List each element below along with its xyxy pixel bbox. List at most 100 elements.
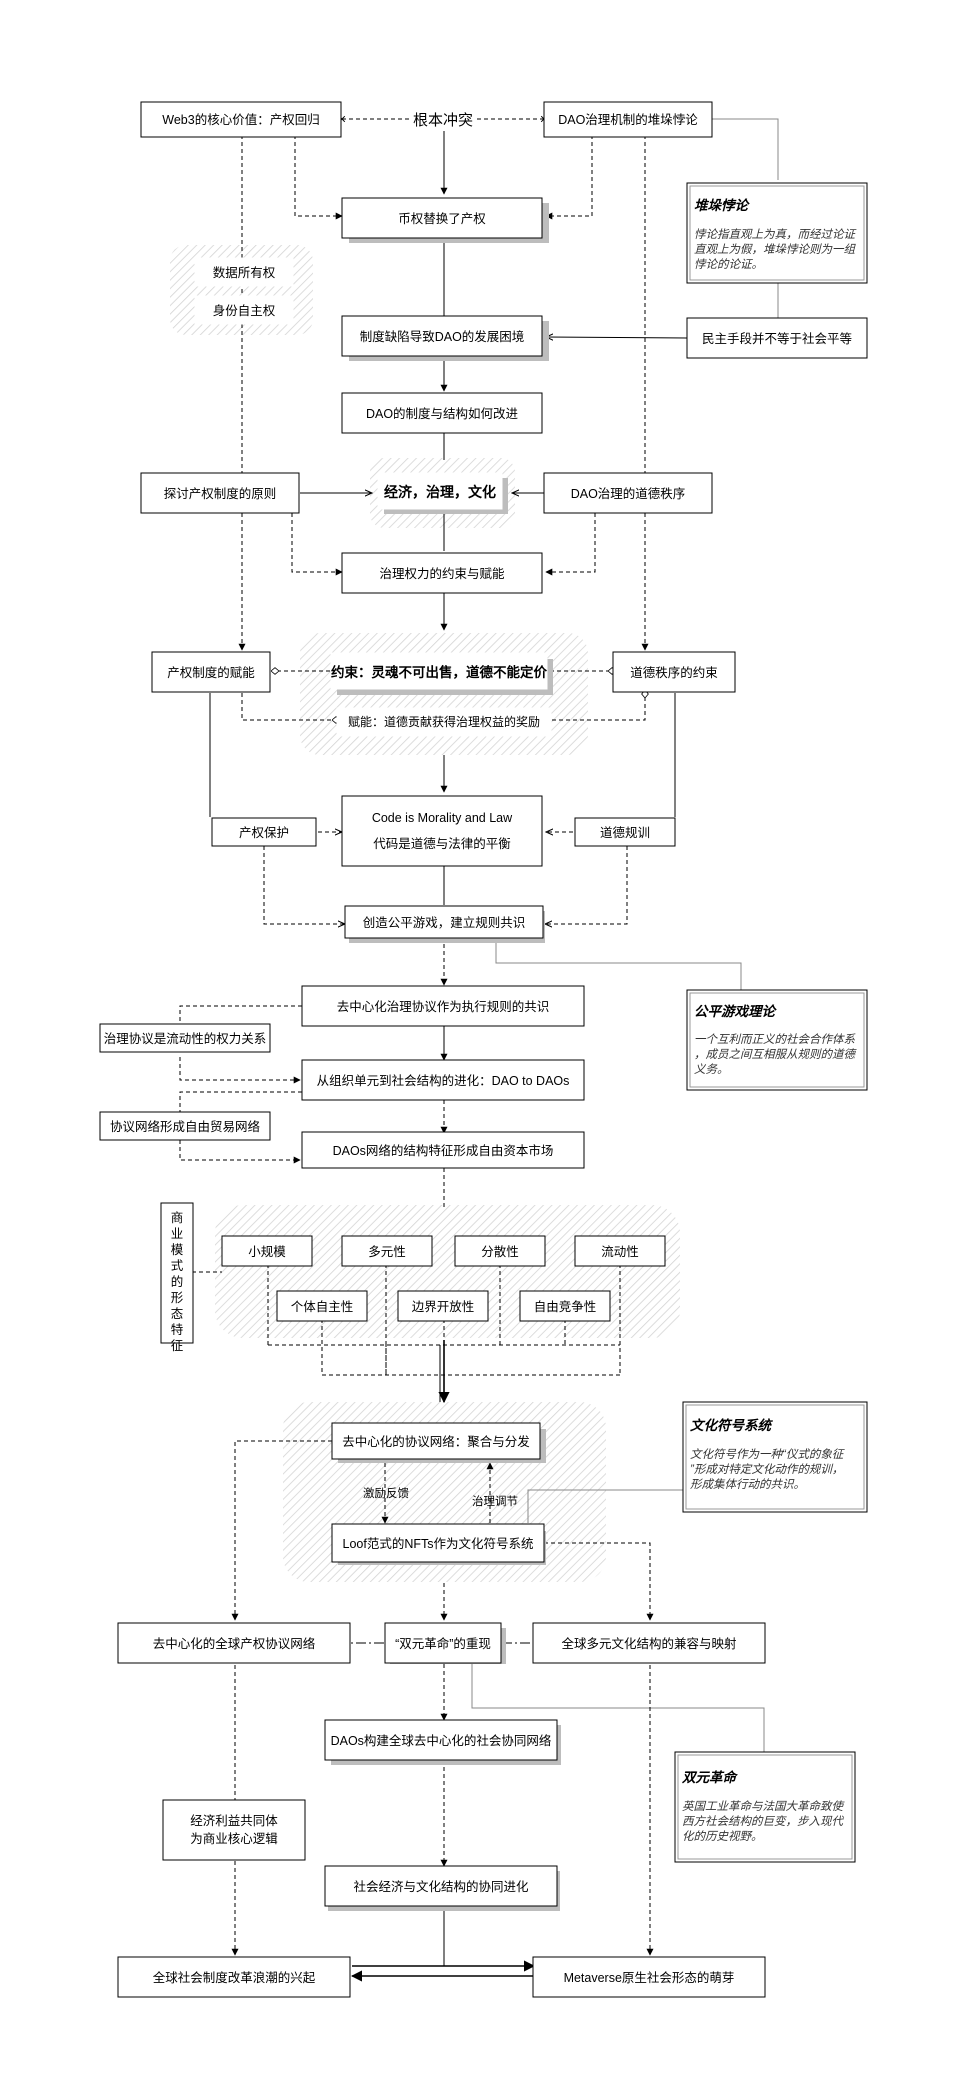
node-biz-model[interactable]: 商业模式的形态特征 xyxy=(160,1202,194,1353)
edge-protect-to-fair xyxy=(263,846,345,924)
svg-text:公平游戏理论: 公平游戏理论 xyxy=(694,1004,777,1019)
svg-text:治理协议是流动性的权力关系: 治理协议是流动性的权力关系 xyxy=(104,1031,267,1046)
svg-text:全球社会制度改革浪潮的兴起: 全球社会制度改革浪潮的兴起 xyxy=(153,1970,316,1985)
note-paradox-desc: 悖论指直观上为真，而经过论证直观上为假，堆垛悖论则为一组悖论的论证。 xyxy=(694,228,857,271)
node-democracy[interactable]: 民主手段并不等于社会平等 xyxy=(686,317,868,359)
node-feature-autonomy[interactable]: 个体自主性 xyxy=(276,1290,368,1322)
node-web3-core[interactable]: Web3的核心价值：产权回归 xyxy=(140,101,342,138)
svg-text:道德规训: 道德规训 xyxy=(600,825,650,840)
note-symbol-desc: 文化符号作为一种“仪式的象征”形成对特定文化动作的规训，形成集体行动的共识。 xyxy=(690,1448,845,1491)
biz-model-vertical-text: 商业模式的形态特征 xyxy=(171,1210,184,1353)
connectors xyxy=(179,115,779,1982)
svg-text:社会经济与文化结构的协同进化: 社会经济与文化结构的协同进化 xyxy=(353,1879,529,1894)
svg-text:代码是道德与法律的平衡: 代码是道德与法律的平衡 xyxy=(373,836,511,851)
node-protocol-consensus[interactable]: 去中心化治理协议作为执行规则的共识 xyxy=(301,985,585,1027)
node-identity[interactable]: 身份自主权 xyxy=(194,295,294,325)
svg-text:数据所有权: 数据所有权 xyxy=(213,265,276,280)
svg-text:治理权力的约束与赋能: 治理权力的约束与赋能 xyxy=(379,566,505,581)
node-property-protect[interactable]: 产权保护 xyxy=(211,817,317,847)
node-system-defect[interactable]: 制度缺陷导致DAO的发展困境 xyxy=(341,315,549,361)
node-data-ownership[interactable]: 数据所有权 xyxy=(194,257,294,287)
svg-text:身份自主权: 身份自主权 xyxy=(213,303,276,318)
node-dual-rev[interactable]: “双元革命”的重现 xyxy=(384,1622,506,1664)
node-daos-global[interactable]: DAOs构建全球去中心化的社会协同网络 xyxy=(324,1719,561,1765)
node-global-property[interactable]: 去中心化的全球产权协议网络 xyxy=(117,1622,351,1664)
edge-principle-to-gov xyxy=(291,513,343,576)
node-moral-constraint[interactable]: 道德秩序的约束 xyxy=(612,651,736,693)
svg-text:DAOs网络的结构特征形成自由资本市场: DAOs网络的结构特征形成自由资本市场 xyxy=(333,1143,554,1158)
edge-democracy-to-defect xyxy=(546,337,688,338)
edge-fair-note xyxy=(495,940,742,990)
svg-text:DAO治理的道德秩序: DAO治理的道德秩序 xyxy=(571,486,686,501)
node-feature-liquidity[interactable]: 流动性 xyxy=(574,1235,666,1267)
svg-text:协议网络形成自由贸易网络: 协议网络形成自由贸易网络 xyxy=(110,1119,261,1134)
edge-trade-to-market xyxy=(179,1140,301,1164)
svg-text:Loof范式的NFTs作为文化符号系统: Loof范式的NFTs作为文化符号系统 xyxy=(343,1536,534,1551)
label-conflict: 根本冲突 xyxy=(411,109,475,131)
svg-text:创造公平游戏，建立规则共识: 创造公平游戏，建立规则共识 xyxy=(363,915,526,930)
node-empower[interactable]: 赋能：道德贡献获得治理权益的奖励 xyxy=(336,707,552,737)
node-feature-small[interactable]: 小规模 xyxy=(221,1235,313,1267)
node-feature-diverse[interactable]: 多元性 xyxy=(341,1235,433,1267)
node-feature-competition[interactable]: 自由竞争性 xyxy=(519,1290,611,1322)
svg-text:去中心化的协议网络：聚合与分发: 去中心化的协议网络：聚合与分发 xyxy=(342,1434,530,1449)
note-fair-desc: 一个互利而正义的社会合作体系，成员之间互相服从规则的道德义务。 xyxy=(694,1033,857,1076)
node-free-trade[interactable]: 协议网络形成自由贸易网络 xyxy=(99,1111,271,1141)
node-econ-gov-culture[interactable]: 经济，治理，文化 xyxy=(377,472,508,514)
svg-text:从组织单元到社会结构的进化：DAO to DAOs: 从组织单元到社会结构的进化：DAO to DAOs xyxy=(317,1073,570,1088)
node-metaverse[interactable]: Metaverse原生社会形态的萌芽 xyxy=(532,1956,766,1998)
node-fair-game[interactable]: 创造公平游戏，建立规则共识 xyxy=(344,905,545,943)
edge-dual-to-note xyxy=(471,1664,765,1752)
svg-text:经济，治理，文化: 经济，治理，文化 xyxy=(384,484,496,500)
svg-text:去中心化治理协议作为执行规则的共识: 去中心化治理协议作为执行规则的共识 xyxy=(337,999,550,1014)
node-code-law[interactable]: Code is Morality and Law 代码是道德与法律的平衡 xyxy=(341,795,543,867)
node-property-empower[interactable]: 产权制度的赋能 xyxy=(151,651,271,693)
edge-moral-to-gov xyxy=(545,513,596,576)
node-improve[interactable]: DAO的制度与结构如何改进 xyxy=(341,392,543,434)
node-protocol-power[interactable]: 治理协议是流动性的权力关系 xyxy=(99,1023,271,1053)
note-paradox: 堆垛悖论 悖论指直观上为真，而经过论证直观上为假，堆垛悖论则为一组悖论的论证。 xyxy=(686,182,868,284)
svg-text:为商业核心逻辑: 为商业核心逻辑 xyxy=(190,1831,278,1846)
nodes: Web3的核心价值：产权回归 根本冲突 DAO治理机制的堆垛悖论 币权替换了产权… xyxy=(99,101,868,1998)
svg-text:小规模: 小规模 xyxy=(248,1244,286,1259)
node-moral-order[interactable]: DAO治理的道德秩序 xyxy=(543,472,713,514)
node-feature-dispersed[interactable]: 分散性 xyxy=(454,1235,546,1267)
node-constraint[interactable]: 约束：灵魂不可出售，道德不能定价 xyxy=(330,652,553,695)
node-daos-market[interactable]: DAOs网络的结构特征形成自由资本市场 xyxy=(301,1131,585,1169)
edge-evolution-to-trade xyxy=(179,1091,302,1112)
edge-dao-to-coin xyxy=(545,135,593,220)
edge-prop-to-empower xyxy=(241,693,336,720)
edge-empower-to-moral xyxy=(552,694,645,721)
node-feature-open[interactable]: 边界开放性 xyxy=(397,1290,489,1322)
node-property-principle[interactable]: 探讨产权制度的原则 xyxy=(140,472,300,514)
svg-text:分散性: 分散性 xyxy=(481,1244,519,1259)
svg-text:边界开放性: 边界开放性 xyxy=(412,1299,475,1314)
svg-text:根本冲突: 根本冲突 xyxy=(413,112,473,129)
note-symbol: 文化符号系统 文化符号作为一种“仪式的象征”形成对特定文化动作的规训，形成集体行… xyxy=(682,1401,868,1513)
svg-text:全球多元文化结构的兼容与映射: 全球多元文化结构的兼容与映射 xyxy=(561,1636,736,1651)
edge-loot-to-culture xyxy=(544,1542,654,1621)
node-global-culture[interactable]: 全球多元文化结构的兼容与映射 xyxy=(532,1622,766,1664)
svg-text:去中心化的全球产权协议网络: 去中心化的全球产权协议网络 xyxy=(153,1636,316,1651)
node-moral-discipline[interactable]: 道德规训 xyxy=(574,817,676,847)
svg-text:道德秩序的约束: 道德秩序的约束 xyxy=(630,665,718,680)
node-gov-power[interactable]: 治理权力的约束与赋能 xyxy=(341,552,543,594)
svg-text:文化符号系统: 文化符号系统 xyxy=(690,1418,773,1433)
svg-text:多元性: 多元性 xyxy=(368,1245,406,1259)
svg-text:探讨产权制度的原则: 探讨产权制度的原则 xyxy=(164,486,277,501)
label-incentive: 激励反馈 xyxy=(363,1486,409,1500)
note-fair-game: 公平游戏理论 一个互利而正义的社会合作体系，成员之间互相服从规则的道德义务。 xyxy=(686,989,868,1091)
svg-text:制度缺陷导致DAO的发展困境: 制度缺陷导致DAO的发展困境 xyxy=(360,329,525,344)
node-aggregation[interactable]: 去中心化的协议网络：聚合与分发 xyxy=(331,1422,546,1463)
edge-loot-to-symbol xyxy=(527,1489,683,1523)
node-dao-paradox[interactable]: DAO治理机制的堆垛悖论 xyxy=(543,101,713,138)
node-reform[interactable]: 全球社会制度改革浪潮的兴起 xyxy=(117,1956,351,1998)
node-org-evolution[interactable]: 从组织单元到社会结构的进化：DAO to DAOs xyxy=(301,1059,585,1101)
node-coin-replace[interactable]: 币权替换了产权 xyxy=(341,197,549,243)
edge-web3-to-coin xyxy=(294,135,343,220)
node-loot[interactable]: Loof范式的NFTs作为文化符号系统 xyxy=(331,1523,546,1565)
node-co-evolution[interactable]: 社会经济与文化结构的协同进化 xyxy=(324,1865,560,1911)
svg-text:民主手段并不等于社会平等: 民主手段并不等于社会平等 xyxy=(702,331,852,346)
node-econ-community[interactable]: 经济利益共同体 为商业核心逻辑 xyxy=(162,1799,306,1861)
